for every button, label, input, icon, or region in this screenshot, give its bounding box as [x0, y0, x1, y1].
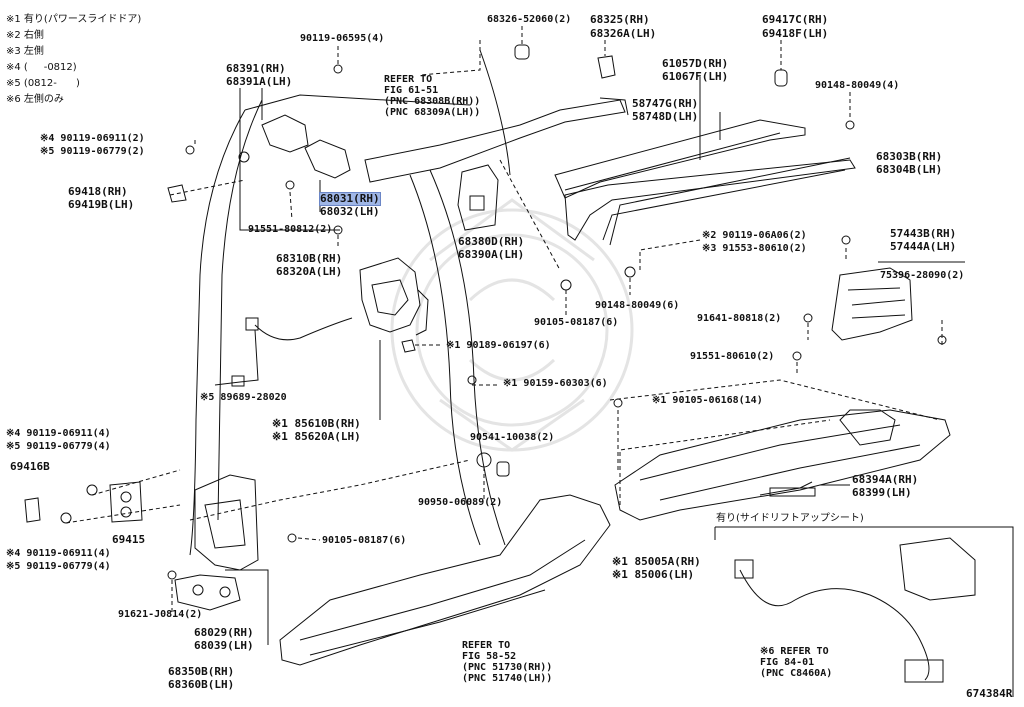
part-85005a[interactable]: ※1 85005A(RH) [612, 555, 701, 568]
part-68390a[interactable]: 68390A(LH) [458, 248, 525, 261]
part-68350b[interactable]: 68350B(RH) [168, 665, 235, 678]
part-61057d[interactable]: 61057D(RH) [662, 57, 729, 70]
part-68391a[interactable]: 68391A(LH) [226, 75, 293, 88]
refer-fig-58-52[interactable]: REFER TO FIG 58-52 (PNC 51730(RH)) (PNC … [462, 640, 553, 684]
part-90119-06779-4a[interactable]: ※5 90119-06779(4) [6, 441, 111, 452]
part-90148-80049-4[interactable]: 90148-80049(4) [815, 80, 900, 91]
part-68029[interactable]: 68029(RH) [194, 626, 254, 639]
trim-strip-upper [554, 119, 806, 199]
part-68391[interactable]: 68391(RH) [226, 62, 286, 75]
legend-note-3: ※3 左側 [6, 46, 44, 57]
part-68039[interactable]: 68039(LH) [194, 639, 254, 652]
lower-hinge [194, 474, 259, 571]
part-69418f[interactable]: 69418F(LH) [762, 27, 829, 40]
hinge-68391 [261, 114, 309, 153]
watermark-emblem [390, 198, 634, 452]
refer-fig-61-51[interactable]: REFER TO FIG 61-51 (PNC 68308B(RH)) (PNC… [384, 74, 481, 118]
part-68394a[interactable]: 68394A(RH) [852, 473, 919, 486]
part-85610b[interactable]: ※1 85610B(RH) [272, 417, 361, 430]
part-68304b[interactable]: 68304B(LH) [876, 163, 943, 176]
part-91621-j0814[interactable]: 91621-J0814(2) [118, 609, 203, 620]
part-90119-06a06[interactable]: ※2 90119-06A06(2) [702, 230, 807, 241]
part-90148-80049-6[interactable]: 90148-80049(6) [595, 300, 680, 311]
part-68310b[interactable]: 68310B(RH) [276, 252, 343, 265]
part-69417c[interactable]: 69417C(RH) [762, 13, 829, 26]
part-57444a[interactable]: 57444A(LH) [890, 240, 957, 253]
part-90119-06595[interactable]: 90119-06595(4) [300, 33, 385, 44]
part-90119-06779-4b[interactable]: ※5 90119-06779(4) [6, 561, 111, 572]
bolt-icon [333, 64, 343, 74]
part-57443b[interactable]: 57443B(RH) [890, 227, 957, 240]
part-68303b[interactable]: 68303B(RH) [876, 150, 943, 163]
part-90119-06911-2[interactable]: ※4 90119-06911(2) [40, 133, 145, 144]
part-91551-80812[interactable]: 91551-80812(2) [248, 224, 333, 235]
part-69418[interactable]: 69418(RH) [68, 185, 128, 198]
part-69416b[interactable]: 69416B [10, 460, 50, 473]
lower-rocker-panel [279, 494, 611, 666]
part-90119-06779-2[interactable]: ※5 90119-06779(2) [40, 146, 145, 157]
legend-note-4: ※4 ( -0812) [6, 62, 77, 73]
cable-89689 [214, 317, 353, 386]
part-90105-08187-b[interactable]: 90105-08187(6) [322, 535, 407, 546]
part-90189-06197[interactable]: ※1 90189-06197(6) [446, 340, 551, 351]
part-91551-80610[interactable]: 91551-80610(2) [690, 351, 775, 362]
part-69415[interactable]: 69415 [112, 533, 146, 546]
part-69419b[interactable]: 69419B(LH) [68, 198, 135, 211]
wire-harness [739, 569, 930, 681]
part-68031-highlighted[interactable]: 68031(RH) [319, 192, 381, 206]
part-91641-80818[interactable]: 91641-80818(2) [697, 313, 782, 324]
door-outline [189, 109, 246, 556]
part-85620a[interactable]: ※1 85620A(LH) [272, 430, 361, 443]
legend-note-2: ※2 右側 [6, 30, 44, 41]
part-58748d[interactable]: 58748D(LH) [632, 110, 699, 123]
part-90119-06911-4a[interactable]: ※4 90119-06911(4) [6, 428, 111, 439]
door-lock-assembly [359, 257, 421, 333]
part-90950-06089[interactable]: 90950-06089(2) [418, 497, 503, 508]
part-90541-10038[interactable]: 90541-10038(2) [470, 432, 555, 443]
lower-floor-panel [614, 409, 951, 521]
figure-id: 674384R [966, 687, 1013, 700]
legend-note-5: ※5 (0812- ) [6, 78, 80, 89]
part-68325[interactable]: 68325(RH) [590, 13, 650, 26]
upper-rail [364, 99, 626, 183]
legend-note-6: ※6 左側のみ [6, 94, 64, 105]
part-61067f[interactable]: 61067F(LH) [662, 70, 729, 83]
part-68399[interactable]: 68399(LH) [852, 486, 912, 499]
part-68320a[interactable]: 68320A(LH) [276, 265, 343, 278]
part-85006[interactable]: ※1 85006(LH) [612, 568, 695, 581]
part-90105-08187-a[interactable]: 90105-08187(6) [534, 317, 619, 328]
part-91553-80610[interactable]: ※3 91553-80610(2) [702, 243, 807, 254]
bracket-57443b [831, 267, 913, 341]
part-68360b[interactable]: 68360B(LH) [168, 678, 235, 691]
part-68326-52060[interactable]: 68326-52060(2) [487, 14, 572, 25]
part-75396-28090[interactable]: 75396-28090(2) [880, 270, 965, 281]
part-90119-06911-4b[interactable]: ※4 90119-06911(4) [6, 548, 111, 559]
part-68032[interactable]: 68032(LH) [320, 205, 380, 218]
part-90105-06168[interactable]: ※1 90105-06168(14) [652, 395, 763, 406]
plate-69415 [109, 481, 143, 523]
side-lift-frame [715, 526, 1014, 697]
part-90159-60303[interactable]: ※1 90159-60303(6) [503, 378, 608, 389]
refer-fig-84-01[interactable]: ※6 REFER TO FIG 84-01 (PNC C8460A) [760, 646, 833, 679]
part-68326a[interactable]: 68326A(LH) [590, 27, 657, 40]
legend-note-1: ※1 有り(パワースライドドア) [6, 14, 142, 25]
part-58747g[interactable]: 58747G(RH) [632, 97, 699, 110]
part-89689-28020[interactable]: ※5 89689-28020 [200, 392, 287, 403]
part-68380d[interactable]: 68380D(RH) [458, 235, 525, 248]
side-lift-seat-heading: 有り(サイドリフトアップシート) [716, 513, 864, 524]
roller-rail [564, 159, 856, 241]
